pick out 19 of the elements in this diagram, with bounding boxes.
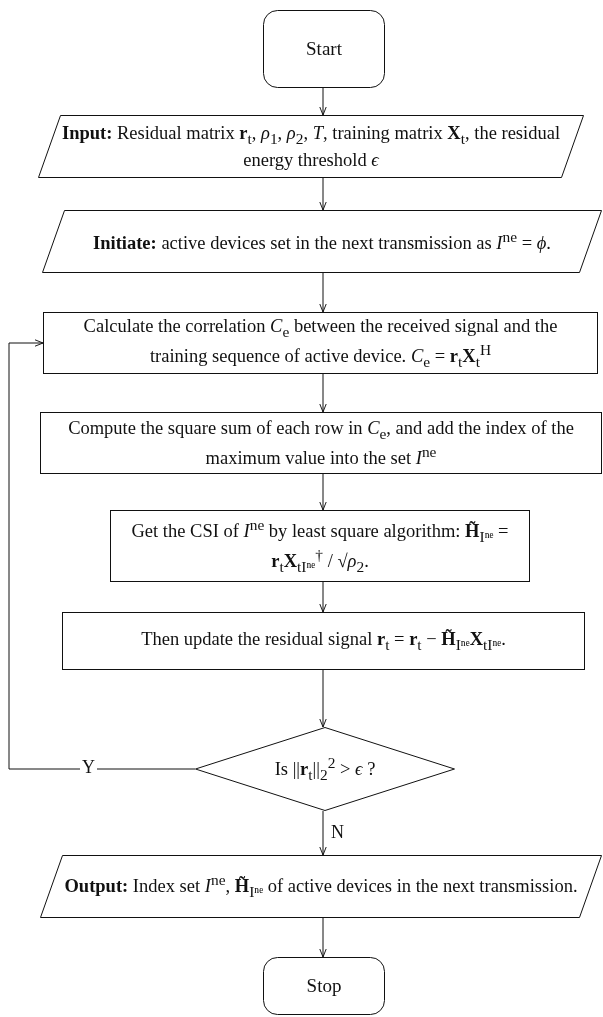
step-text: Initiate: active devices set in the next transmission as I$^{ne}$ = ϕ. <box>93 228 551 255</box>
process-box <box>40 412 602 474</box>
step-text: Output: Index set I$^{ne}$, H̃$_{Iⁿᵉ}$ of active devices in the next transmission. <box>64 871 578 902</box>
io-parallelogram <box>42 210 602 273</box>
io-parallelogram <box>40 855 602 918</box>
step-text: Stop <box>306 974 342 998</box>
decision-diamond <box>195 727 455 811</box>
process-box <box>43 312 598 374</box>
process-box <box>110 510 530 582</box>
step-text: Then update the residual signal r$_{t}$ = r$_{t}$ − H̃$_{Iⁿᵉ}$X$_{tIⁿᵉ}$. <box>141 627 506 655</box>
terminal-box <box>263 957 385 1015</box>
process-box <box>62 612 585 670</box>
step-text: Get the CSI of I$^{ne}$ by least square algorithm: H̃$_{Iⁿᵉ}$ = r$_{t}$X$_{tIⁿᵉ}$$^{†}$ / √ρ$_{2}$. <box>130 515 510 577</box>
step-text: Start <box>306 37 342 61</box>
terminal-box <box>263 10 385 88</box>
step-text: Input: Residual matrix r$_{t}$, ρ$_{1}$, ρ$_{2}$, T, training matrix X$_{t}$, the residual energy threshold ϵ <box>60 122 562 171</box>
io-parallelogram <box>38 115 584 178</box>
step-text: Compute the square sum of each row in C$_{e}$, and add the index of the maximum value into the set I$^{ne}$ <box>67 416 575 470</box>
step-text: Is ||r$_{t}$||$_{2}$$^{2}$ > ϵ ? <box>274 753 376 785</box>
